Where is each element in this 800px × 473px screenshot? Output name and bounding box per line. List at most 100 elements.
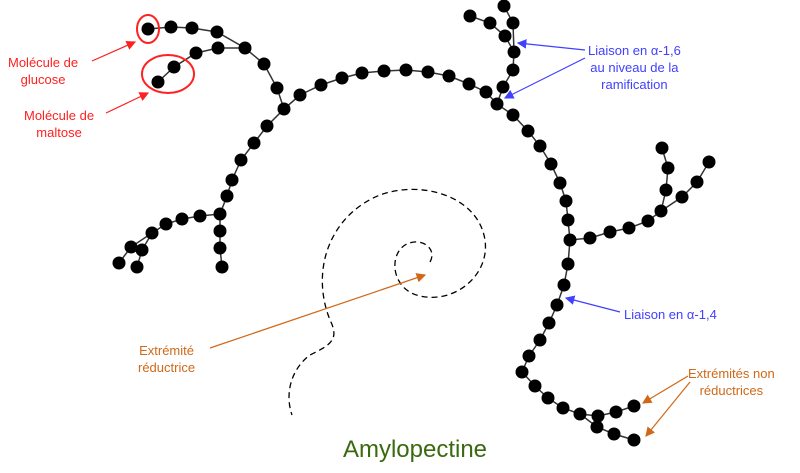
glycosidic-bond-chain [579, 413, 635, 441]
glucose-unit [193, 209, 207, 223]
glucose-unit [498, 29, 512, 43]
glucose-unit [225, 173, 239, 187]
glucose-unit [522, 349, 536, 363]
glucose-arrow [91, 41, 137, 62]
glucose-unit [496, 80, 510, 94]
alpha16-label-line: ramification [601, 77, 668, 92]
glucose-unit [355, 66, 369, 80]
glucose-unit [661, 161, 675, 175]
glucose-unit [213, 207, 227, 221]
glucose-label-line: Molécule de [8, 55, 79, 70]
glucose-unit [247, 136, 261, 150]
glucose-unit [257, 57, 271, 71]
glucose-unit [561, 257, 575, 271]
glucose-unit [335, 71, 349, 85]
glucose-unit [591, 409, 605, 423]
glucose-unit [627, 433, 641, 447]
glucose-unit [654, 204, 668, 218]
glucose-unit [213, 224, 227, 238]
glucose-unit [497, 0, 511, 13]
glucose-label-line: glucose [20, 72, 66, 87]
glucose-unit [553, 176, 567, 190]
nonreducing-arrow-1 [641, 375, 689, 404]
glucose-unit [421, 65, 435, 79]
glucose-unit [702, 155, 716, 169]
glucose-unit [690, 175, 704, 189]
glucose-unit [607, 427, 621, 441]
alpha16-label: Liaison en α-1,6 au niveau de la ramific… [588, 42, 681, 93]
glucose-unit [141, 22, 155, 36]
glucose-unit [164, 20, 178, 34]
glucose-unit [506, 108, 520, 122]
glucose-unit [542, 316, 556, 330]
reducing-end-label: Extrémité réductrice [138, 342, 195, 376]
glucose-unit [507, 45, 521, 59]
reducing-end-spiral [288, 188, 487, 416]
glucose-unit [627, 399, 641, 413]
glucose-unit [130, 260, 144, 274]
glucose-unit [590, 420, 604, 434]
glucose-unit [175, 212, 189, 226]
glucose-unit [528, 379, 542, 393]
glucose-unit [559, 194, 573, 208]
glucose-unit [544, 157, 558, 171]
glucose-unit [189, 46, 203, 60]
glucose-highlight [136, 14, 160, 44]
glucose-unit [563, 233, 577, 247]
glucose-unit [314, 78, 328, 92]
glucose-unit [622, 221, 636, 235]
glucose-unit [277, 102, 291, 116]
nonreducing-arrow-2 [645, 381, 691, 437]
reducing-end-arrow [209, 273, 427, 349]
glucose-unit [515, 365, 529, 379]
glucose-unit [463, 9, 477, 23]
glucose-unit [270, 81, 284, 95]
glucose-unit [234, 153, 248, 167]
glycosidic-bond-chain [283, 69, 635, 417]
glucose-unit [462, 77, 476, 91]
glucose-unit [550, 298, 564, 312]
glucose-unit [238, 41, 252, 55]
glucose-unit [260, 119, 274, 133]
maltose-label-line: Molécule de [24, 108, 95, 123]
nonreducing-ends-label: Extrémités non réductrices [688, 365, 775, 399]
glucose-unit [490, 97, 504, 111]
glucose-unit [399, 63, 413, 77]
glucose-unit [135, 243, 149, 257]
glucose-unit [533, 333, 547, 347]
glucose-unit [377, 64, 391, 78]
glucose-unit [145, 226, 159, 240]
glycosidic-bond-chain [569, 147, 669, 241]
glucose-unit [573, 407, 587, 421]
glucose-unit [557, 278, 571, 292]
maltose-arrow [105, 92, 150, 114]
reducing-end-label-line: Extrémité [139, 343, 194, 358]
maltose-label-line: maltose [36, 125, 82, 140]
alpha16-label-line: au niveau de la [590, 60, 679, 75]
glycosidic-bond-chain [660, 161, 710, 212]
glucose-unit [220, 189, 234, 203]
diagram-title: Amylopectine [342, 436, 488, 463]
glucose-unit [124, 240, 138, 254]
nonreducing-ends-label-line: Extrémités non [688, 366, 775, 381]
alpha16-label-line: Liaison en α-1,6 [588, 43, 681, 58]
glucose-unit [293, 88, 307, 102]
glucose-unit [609, 405, 623, 419]
glucose-unit [151, 75, 165, 89]
glucose-unit [603, 225, 617, 239]
glucose-unit [556, 401, 570, 415]
glucose-unit [112, 256, 126, 270]
alpha14-label: Liaison en α-1,4 [624, 307, 717, 322]
glucose-label: Molécule de glucose [8, 54, 78, 88]
glucose-unit [641, 214, 655, 228]
glucose-unit [506, 16, 520, 30]
glucose-unit [659, 183, 673, 197]
glucose-unit [159, 217, 173, 231]
glucose-unit [541, 391, 555, 405]
glucose-unit [483, 16, 497, 30]
maltose-highlight [141, 54, 195, 94]
reducing-end-label-line: réductrice [138, 360, 196, 375]
glucose-unit [506, 63, 520, 77]
